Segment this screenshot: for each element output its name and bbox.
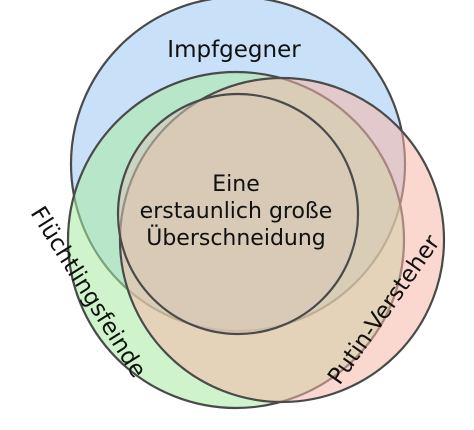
circle-overlap [116,92,360,336]
center-label-line3: Überschneidung [146,225,326,251]
center-label-line1: Eine [212,172,260,197]
center-label-line2: erstaunlich große [140,199,333,224]
label-impfgegner: Impfgegner [167,37,301,63]
